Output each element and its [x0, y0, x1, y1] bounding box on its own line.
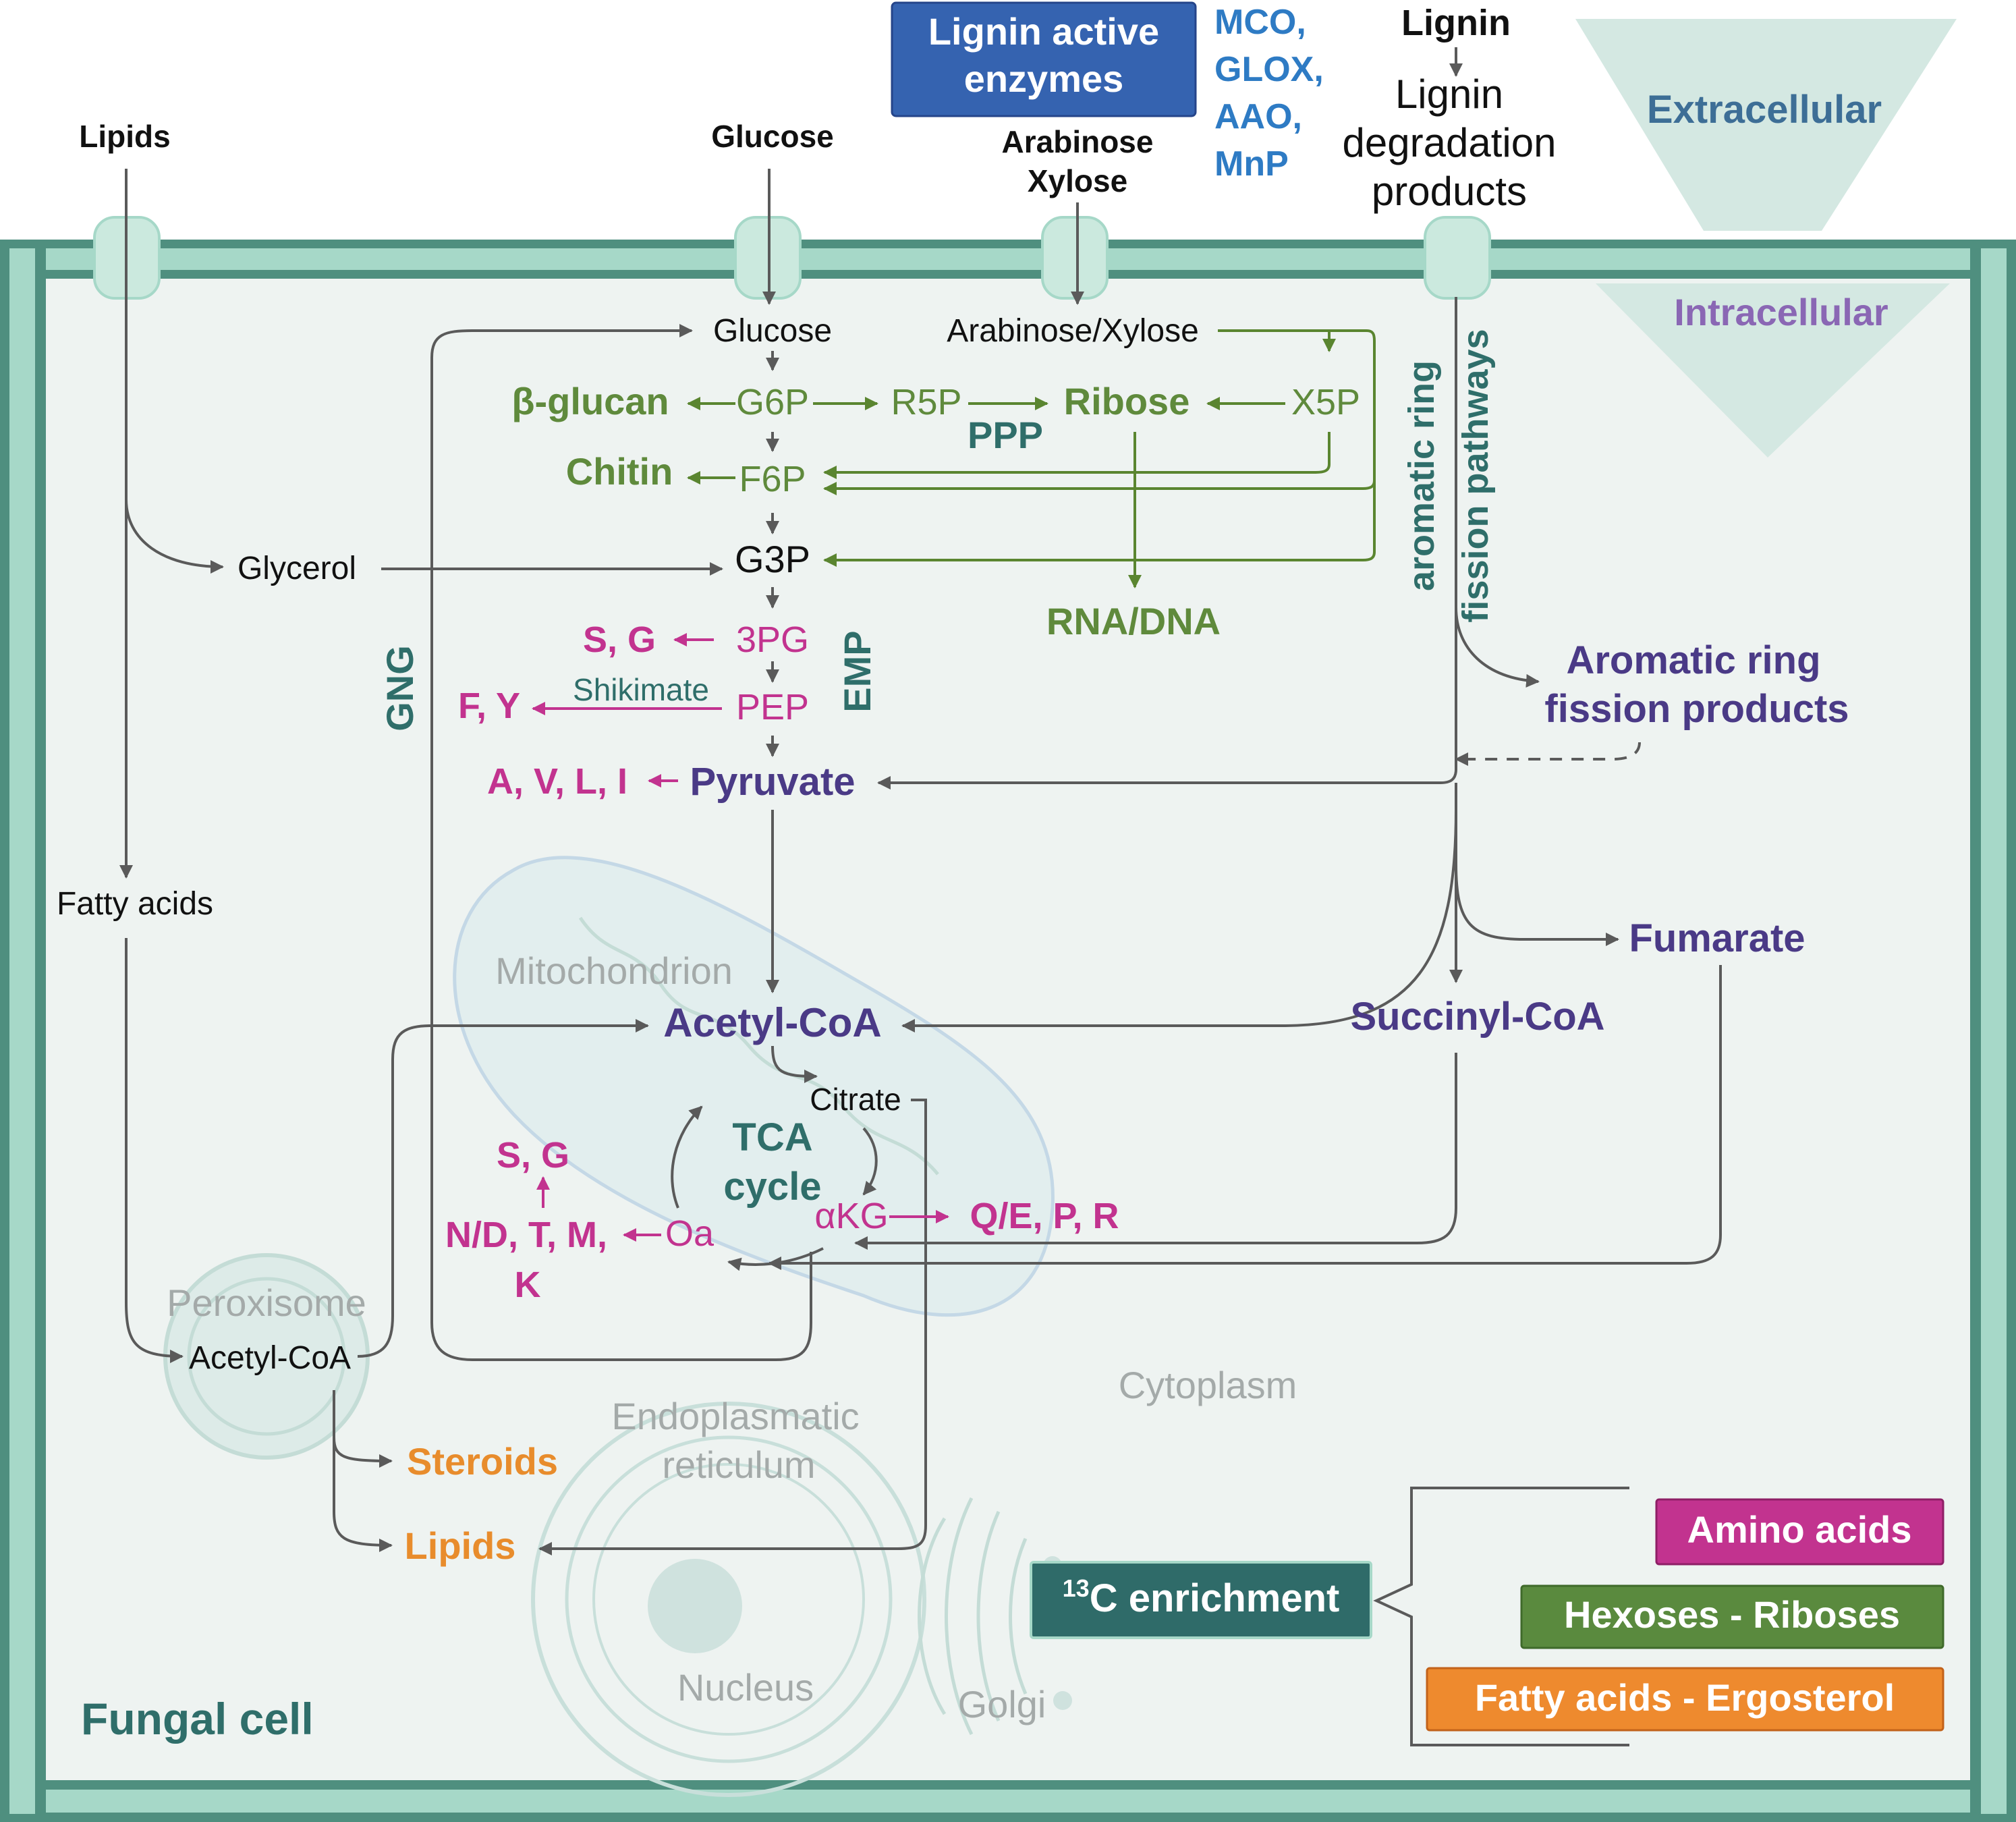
ndtm: N/D, T, M,	[445, 1215, 607, 1255]
akg: αKG	[814, 1196, 888, 1236]
legend-title-box	[1030, 1561, 1372, 1639]
enzymes-box: Lignin active enzymes	[891, 1, 1197, 117]
g3p: G3P	[735, 538, 810, 580]
r5p: R5P	[891, 382, 961, 422]
glycerol: Glycerol	[237, 551, 356, 586]
citrate: Citrate	[810, 1082, 901, 1117]
g6p: G6P	[736, 382, 809, 422]
aromatic-pathways-line1: aromatic ring	[1401, 360, 1442, 591]
amino-acid-arrows	[532, 633, 949, 1242]
cytoplasm-label: Cytoplasm	[1119, 1364, 1297, 1406]
gng-label: GNG	[379, 645, 421, 731]
shikimate: Shikimate	[573, 672, 709, 707]
golgi-label: Golgi	[958, 1683, 1046, 1726]
extracellular-triangle	[1575, 19, 1957, 231]
fumarate: Fumarate	[1629, 916, 1805, 960]
legend-fatty-acids-box	[1426, 1667, 1944, 1732]
oa: Oa	[665, 1213, 715, 1254]
ppp-label: PPP	[968, 414, 1043, 456]
lipids-product: Lipids	[405, 1524, 516, 1567]
rna-dna: RNA/DNA	[1046, 600, 1221, 642]
input-lipids: Lipids	[79, 119, 170, 154]
input-glucose: Glucose	[711, 119, 834, 154]
input-arabinose: Arabinose	[1002, 124, 1154, 159]
enzyme-mnp: MnP	[1214, 144, 1289, 184]
transporter-pentose	[1041, 216, 1109, 300]
avli: A, V, L, I	[487, 761, 627, 802]
cell-membrane	[0, 240, 2016, 1822]
legend-hexoses-box	[1520, 1584, 1944, 1649]
legend-amino-acids-box	[1655, 1498, 1944, 1566]
legend-title-text: C enrichment	[1090, 1576, 1340, 1620]
er-nucleus-shape	[531, 1402, 926, 1797]
region-extracellular: Extracellular	[1647, 88, 1882, 132]
peroxisome-label: Peroxisome	[167, 1281, 366, 1324]
legend-bracket	[1373, 1487, 1629, 1746]
lignin-products-line2: degradation	[1343, 120, 1557, 165]
peroxisome-acetyl-coa: Acetyl-CoA	[189, 1340, 351, 1376]
f6p: F6P	[739, 459, 806, 499]
enzyme-aao: AAO,	[1214, 97, 1302, 136]
arabinose-xylose-intra: Arabinose/Xylose	[947, 313, 1199, 349]
pep: PEP	[736, 687, 809, 727]
succinyl-coa: Succinyl-CoA	[1350, 995, 1604, 1039]
sg-from-oa: S, G	[497, 1135, 569, 1176]
fungal-cell-label: Fungal cell	[81, 1694, 314, 1744]
input-xylose: Xylose	[1028, 163, 1127, 198]
enzymes-box-line2: enzymes	[964, 57, 1124, 100]
aromatic-products-line1: Aromatic ring	[1566, 638, 1820, 682]
pyruvate: Pyruvate	[690, 760, 855, 804]
k: K	[515, 1265, 541, 1305]
legend: 13C enrichment Amino acids Hexoses - Rib…	[1030, 1487, 1944, 1746]
steroids: Steroids	[407, 1440, 558, 1483]
x5p: X5P	[1291, 382, 1360, 422]
fy: F, Y	[458, 686, 520, 726]
sg-from-3pg: S, G	[583, 619, 656, 660]
enzyme-list: MCO, GLOX, AAO, MnP	[1214, 3, 1324, 184]
lignin-products-line1: Lignin	[1395, 72, 1503, 117]
legend-amino-acids: Amino acids	[1687, 1508, 1912, 1551]
intracellular-triangle	[1596, 283, 1950, 458]
nucleus-label: Nucleus	[677, 1666, 814, 1709]
legend-title: 13C enrichment	[1063, 1574, 1340, 1620]
mitochondrion-shape	[453, 856, 1055, 1317]
aromatic-products-line2: fission products	[1544, 687, 1849, 731]
ppp-arrows	[687, 329, 1376, 588]
legend-hexoses-riboses: Hexoses - Riboses	[1564, 1593, 1900, 1636]
ribose: Ribose	[1064, 380, 1190, 422]
enzyme-mco: MCO,	[1214, 3, 1306, 42]
enzyme-glox: GLOX,	[1214, 50, 1324, 89]
transporter-lignin	[1424, 216, 1491, 300]
cell-interior	[20, 246, 1997, 1812]
legend-title-sup: 13	[1063, 1574, 1090, 1602]
er-label-line2: reticulum	[662, 1443, 815, 1486]
qepr: Q/E, P, R	[970, 1196, 1119, 1236]
input-lignin: Lignin	[1401, 3, 1511, 43]
er-label-line1: Endoplasmatic	[611, 1395, 859, 1437]
enzymes-box-line1: Lignin active	[928, 10, 1159, 53]
tca-label-line2: cycle	[723, 1165, 821, 1209]
mitochondrion-label: Mitochondrion	[495, 949, 733, 992]
legend-fatty-acids-ergosterol: Fatty acids - Ergosterol	[1475, 1676, 1895, 1719]
glucose-intra: Glucose	[713, 313, 832, 349]
emp-label: EMP	[836, 630, 878, 712]
beta-glucan: β-glucan	[511, 380, 669, 422]
tca-label-line1: TCA	[732, 1115, 812, 1159]
aromatic-pathways-line2: fission pathways	[1455, 329, 1496, 622]
acetyl-coa: Acetyl-CoA	[663, 1000, 881, 1045]
3pg: 3PG	[736, 619, 809, 660]
lignin-products-line3: products	[1372, 169, 1527, 214]
chitin: Chitin	[566, 450, 673, 493]
region-intracellular: Intracellular	[1674, 291, 1888, 333]
fatty-acids: Fatty acids	[57, 886, 213, 922]
pathway-arrows	[119, 47, 1722, 1555]
